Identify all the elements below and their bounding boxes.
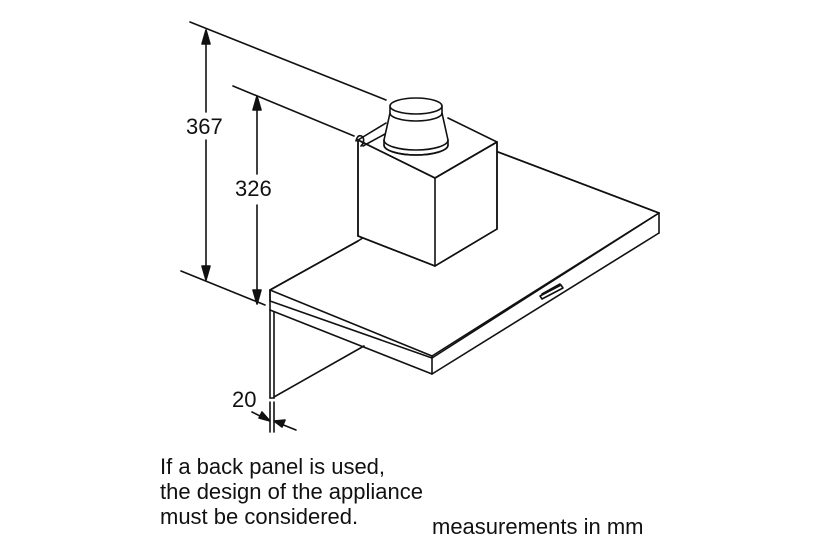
duct-connector xyxy=(383,97,449,156)
note-line-3: must be considered. xyxy=(160,504,359,529)
dimension-367 xyxy=(201,29,211,281)
extension-lines xyxy=(180,21,387,306)
back-panel-note: If a back panel is used, the design of t… xyxy=(160,454,423,529)
note-line-2: the design of the appliance xyxy=(160,479,423,504)
control-panel xyxy=(539,283,564,300)
note-line-1: If a back panel is used, xyxy=(160,454,386,479)
dimension-20 xyxy=(251,401,297,433)
dimension-label-367: 367 xyxy=(186,114,223,139)
chimney xyxy=(355,117,498,267)
back-panel xyxy=(269,309,365,399)
dimension-326 xyxy=(252,95,262,305)
units-label: measurements in mm xyxy=(432,514,644,539)
dimension-label-20: 20 xyxy=(232,387,257,412)
canopy xyxy=(269,151,660,375)
dimension-label-326: 326 xyxy=(235,176,272,201)
